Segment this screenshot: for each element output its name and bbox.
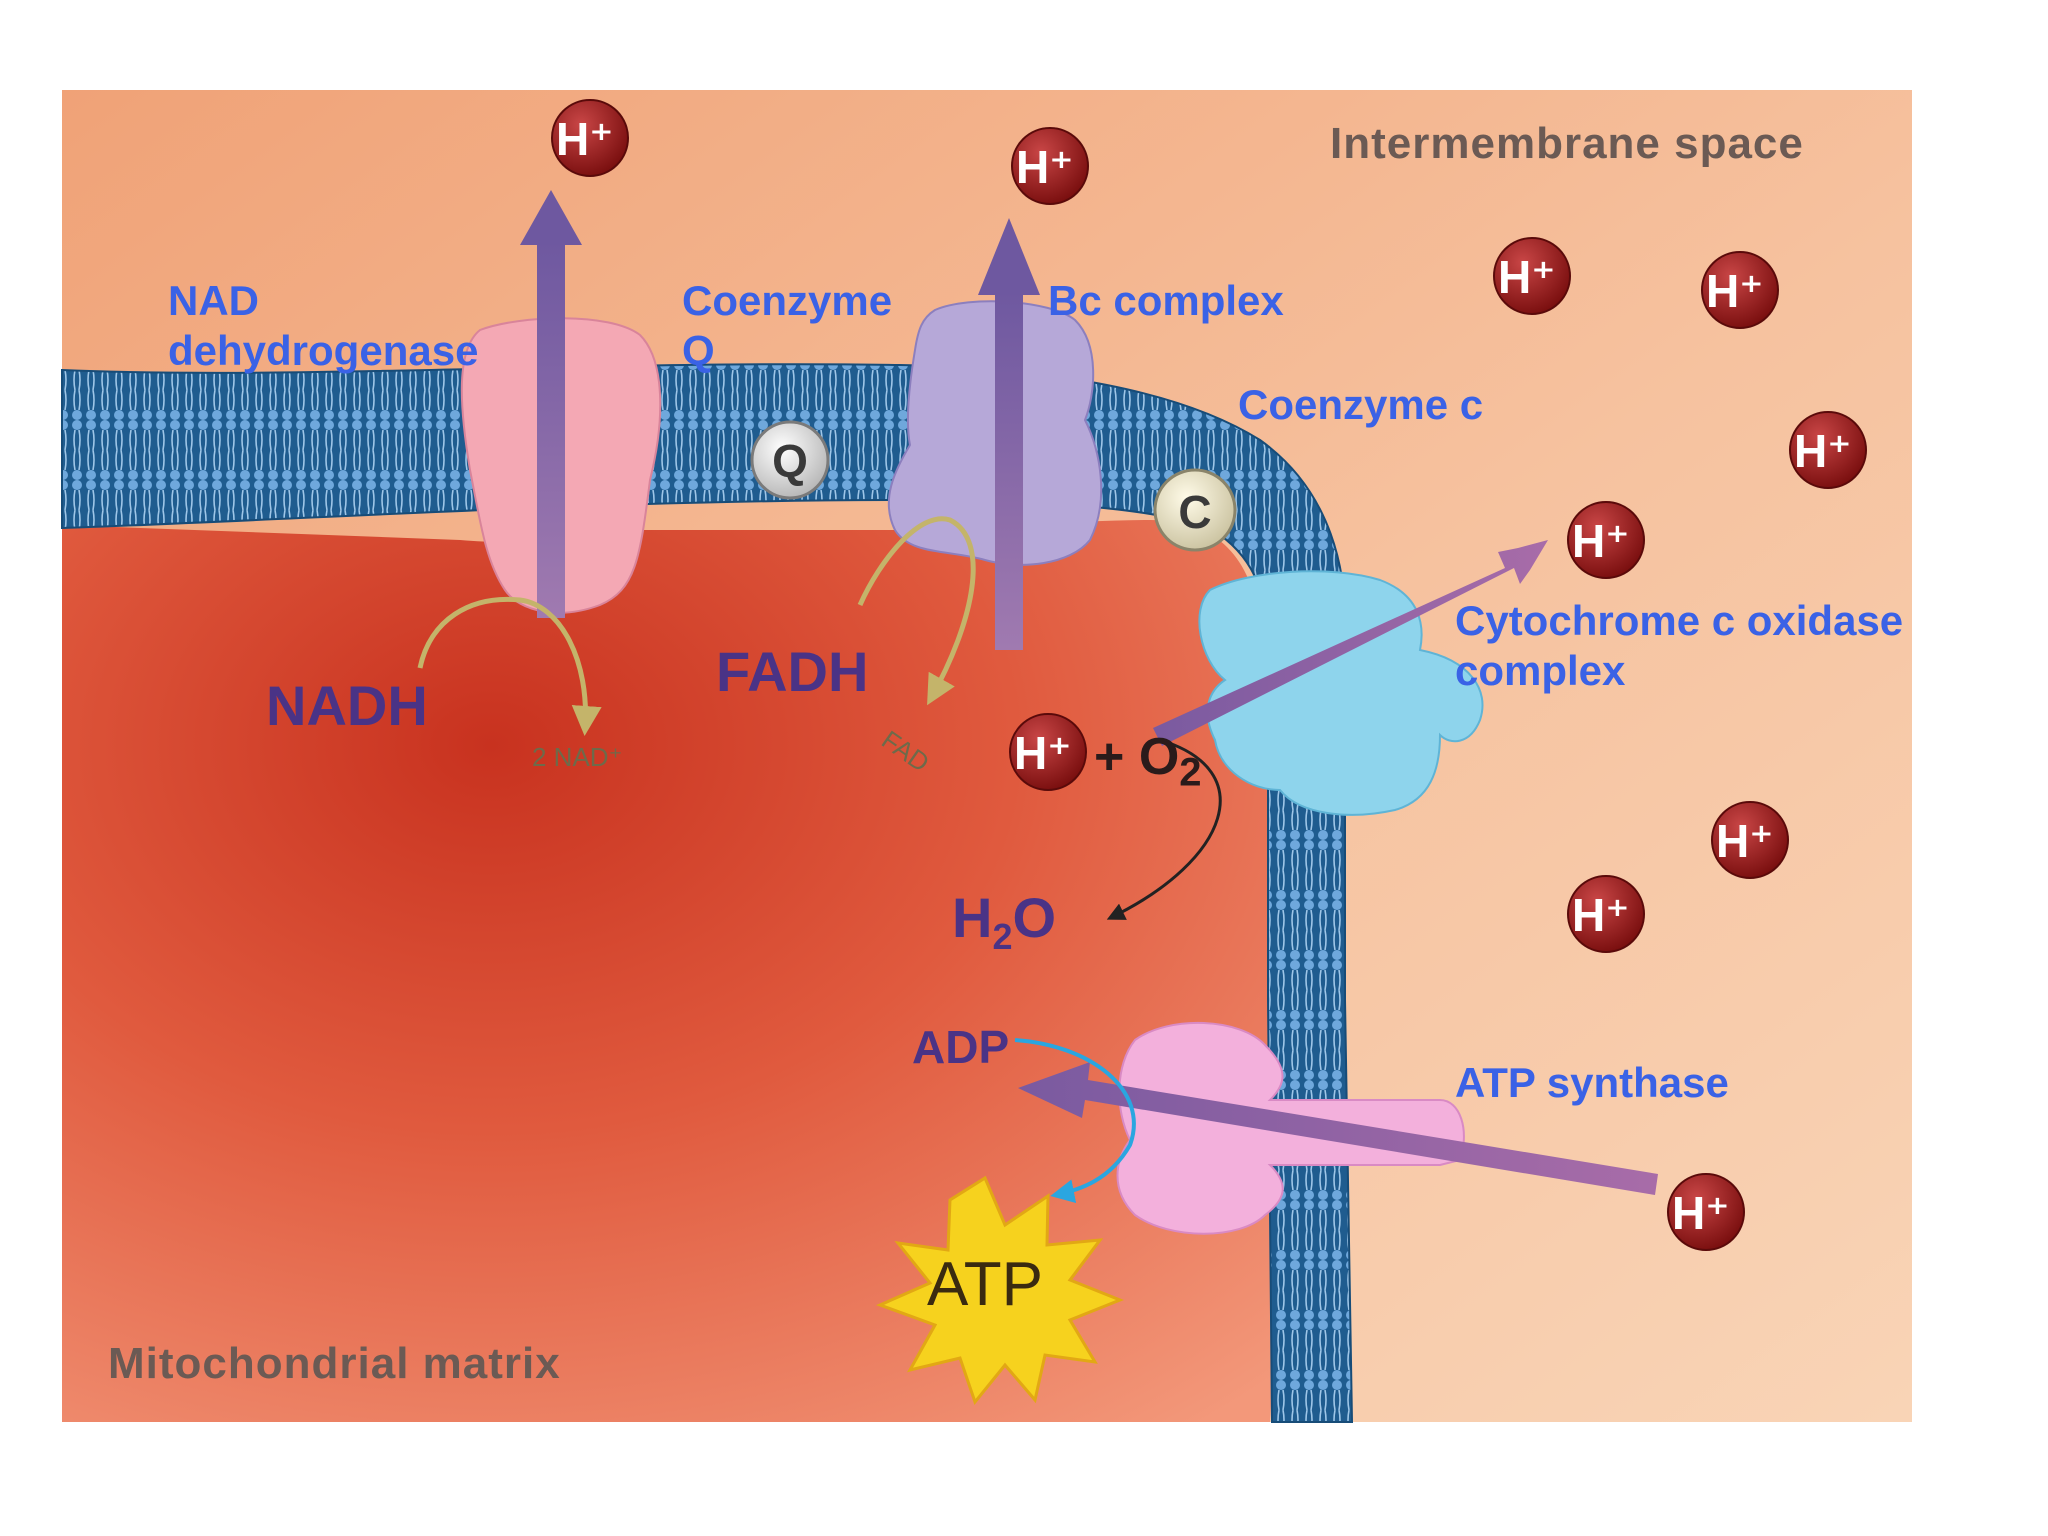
fadh-oxidation-arrow <box>857 516 976 706</box>
bc-complex-label: Bc complex <box>1048 277 1284 324</box>
water-label: H2O <box>952 884 1056 958</box>
coenzyme-q-label: Coenzyme Q <box>682 277 893 375</box>
proton-ion-label: H⁺ <box>1498 251 1556 303</box>
proton-pump-arrow-bc <box>978 218 1040 650</box>
proton-pump-arrow-cytochrome <box>1153 540 1548 746</box>
adp-to-atp-arrow <box>1014 1038 1136 1203</box>
coenzyme-c-carrier <box>1153 468 1237 552</box>
proton-ion-label: H⁺ <box>1672 1187 1730 1239</box>
nadh-label: NADH <box>266 674 428 737</box>
plus-o2-label: + O2 <box>1094 726 1202 796</box>
nadh-oxidation-arrow <box>417 596 602 736</box>
adp-label: ADP <box>912 1021 1010 1073</box>
q-glyph: Q <box>772 435 808 487</box>
atp-label: ATP <box>927 1250 1043 1319</box>
plus-o-text: + O <box>1094 728 1180 786</box>
proton-ion-label: H⁺ <box>1016 141 1074 193</box>
mitochondrial-matrix-region <box>62 520 1289 1422</box>
water-h: H <box>952 886 993 949</box>
proton-pump-arrow-nad <box>520 190 582 618</box>
atp-synthase-label: ATP synthase <box>1455 1059 1729 1106</box>
water-subscript: 2 <box>992 916 1013 958</box>
proton-ion-label: H⁺ <box>1794 425 1852 477</box>
water-formation-arrow <box>1106 738 1222 920</box>
water-o: O <box>1012 886 1057 949</box>
c-glyph: C <box>1178 486 1211 538</box>
nad-plus-label: 2 NAD⁺ <box>532 742 623 772</box>
atp-starburst <box>875 1175 1125 1406</box>
proton-flow-arrow-atp-synthase <box>1018 1062 1658 1195</box>
coenzyme-c-label: Coenzyme c <box>1238 381 1484 428</box>
coenzyme-q-carrier <box>750 420 830 500</box>
proton-ion-label: H⁺ <box>1572 889 1630 941</box>
proton-ion-label: H⁺ <box>1716 815 1774 867</box>
proton-ion-label: H⁺ <box>556 113 614 165</box>
proton-ion-label: H⁺ <box>1706 265 1764 317</box>
fadh-label: FADH <box>716 640 869 703</box>
cytochrome-c-oxidase-label: Cytochrome c oxidase complex <box>1455 597 1904 695</box>
proton-ion-label: H⁺ <box>1572 515 1630 567</box>
nad-dehydrogenase-label: NAD dehydrogenase <box>168 277 479 375</box>
o2-subscript: 2 <box>1179 750 1202 795</box>
intermembrane-space-label: Intermembrane space <box>1330 119 1804 168</box>
mitochondrial-matrix-label: Mitochondrial matrix <box>108 1339 561 1388</box>
proton-ion-label: H⁺ <box>1014 727 1072 779</box>
